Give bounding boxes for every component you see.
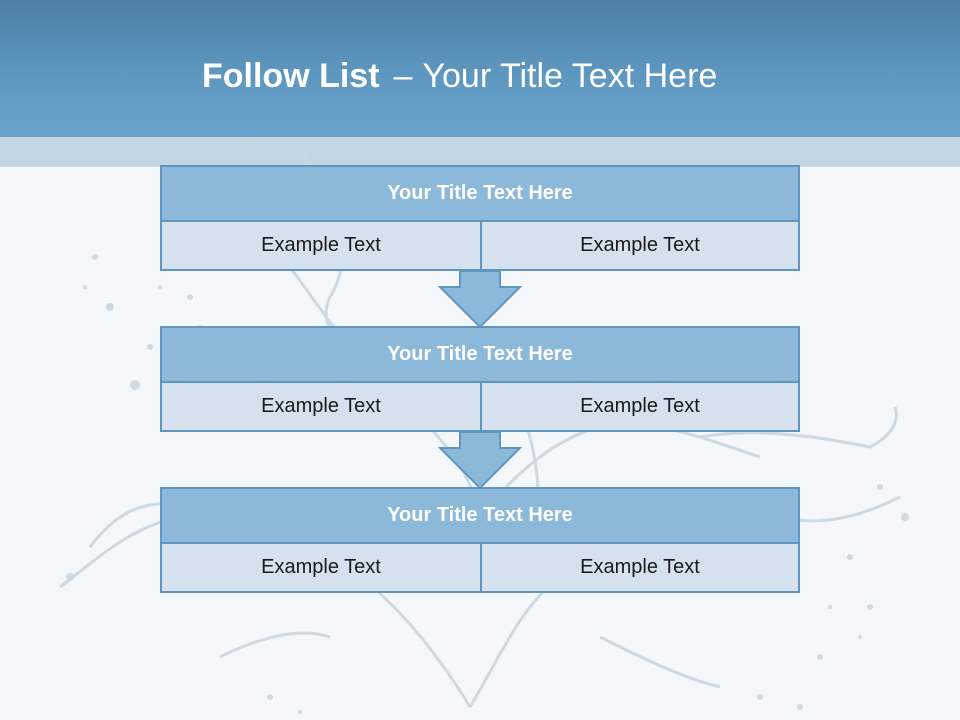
header-strip bbox=[0, 137, 960, 167]
block-title: Your Title Text Here bbox=[160, 326, 800, 383]
block-title: Your Title Text Here bbox=[160, 165, 800, 222]
slide-title-rest: Your Title Text Here bbox=[422, 57, 718, 95]
block-cell-right: Example Text bbox=[480, 381, 800, 432]
header-band bbox=[0, 0, 960, 137]
block-cell-left: Example Text bbox=[160, 381, 482, 432]
list-block-3: Your Title Text Here Example Text Exampl… bbox=[160, 487, 800, 593]
list-block-2: Your Title Text Here Example Text Exampl… bbox=[160, 326, 800, 432]
block-title: Your Title Text Here bbox=[160, 487, 800, 544]
down-arrow-icon bbox=[438, 271, 522, 329]
block-cell-left: Example Text bbox=[160, 542, 482, 593]
slide-title: Follow List–Your Title Text Here bbox=[202, 54, 717, 98]
list-block-1: Your Title Text Here Example Text Exampl… bbox=[160, 165, 800, 271]
block-cell-left: Example Text bbox=[160, 220, 482, 271]
slide-title-separator: – bbox=[393, 57, 413, 95]
block-cell-right: Example Text bbox=[480, 542, 800, 593]
block-cell-right: Example Text bbox=[480, 220, 800, 271]
down-arrow-icon bbox=[438, 432, 522, 490]
slide-title-bold: Follow List bbox=[202, 57, 380, 95]
